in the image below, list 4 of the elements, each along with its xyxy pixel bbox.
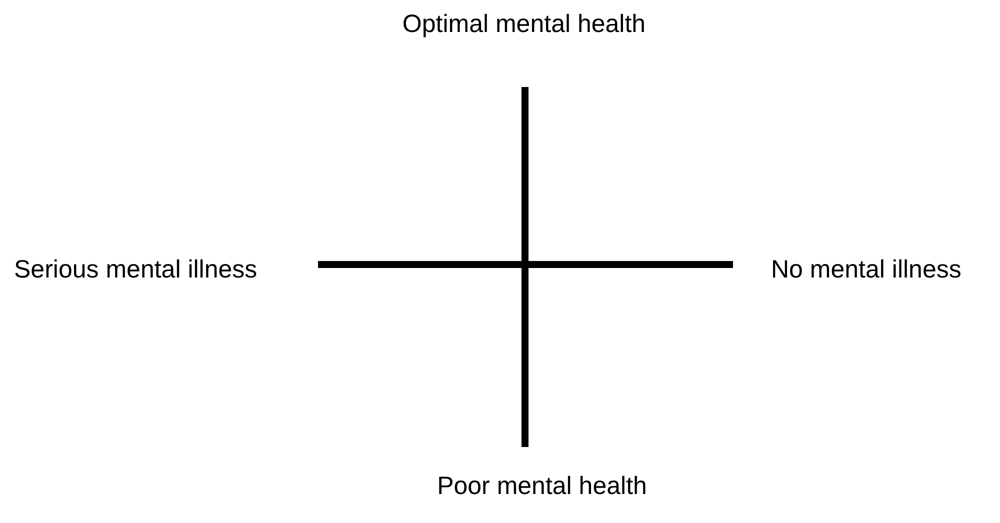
axis-label: No mental illness <box>771 258 962 282</box>
axis-label: Optimal mental health <box>402 12 646 37</box>
axis-label: Serious mental illness <box>14 258 258 282</box>
axis-label: Poor mental health <box>437 474 647 499</box>
